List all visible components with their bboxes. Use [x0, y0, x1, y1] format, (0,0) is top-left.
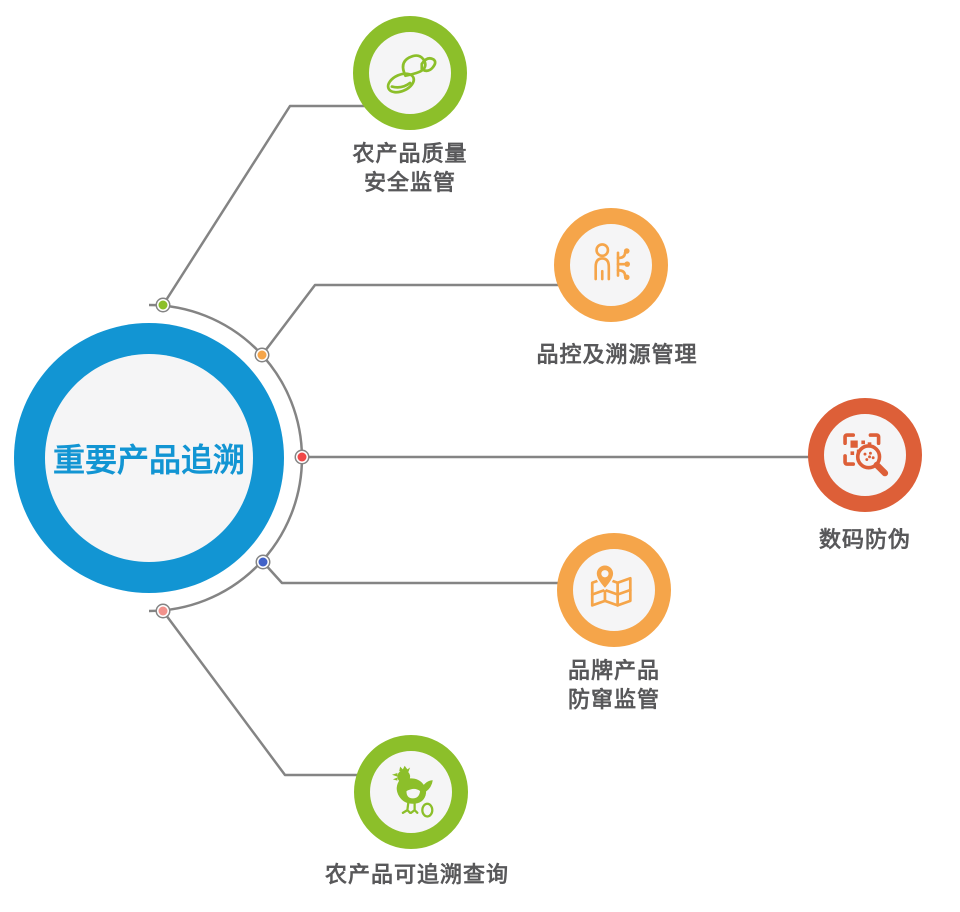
map-pin-icon	[590, 563, 632, 607]
vegetable-icon	[386, 54, 437, 94]
label-line: 安全监管	[363, 171, 456, 196]
label-query: 农产品可追溯查询	[307, 861, 527, 890]
connector-lines	[148, 104, 812, 777]
center-node: 重要产品追溯	[14, 323, 284, 593]
label-line: 品牌产品	[567, 659, 660, 684]
connector-agri-quality	[161, 104, 365, 306]
label-line: 农产品质量	[352, 142, 468, 167]
center-label: 重要产品追溯	[52, 441, 245, 479]
dot-anticounterfeit	[297, 452, 307, 462]
label-agri-quality: 农产品质量 安全监管	[310, 140, 510, 198]
label-qc: 品控及溯源管理	[507, 341, 727, 370]
dot-qc	[257, 350, 267, 360]
label-line: 品控及溯源管理	[536, 343, 698, 368]
dot-agri-quality	[158, 300, 168, 310]
person-flow-icon	[594, 243, 630, 281]
connector-qc	[261, 283, 560, 356]
qr-scan-icon	[843, 433, 889, 477]
label-brand: 品牌产品 防窜监管	[514, 657, 714, 715]
label-line: 数码防伪	[818, 528, 911, 553]
chicken-egg-icon	[391, 765, 434, 818]
connector-dots	[155, 297, 310, 619]
label-line: 防窜监管	[567, 688, 660, 713]
node-circle-query	[354, 735, 468, 849]
connector-brand	[262, 561, 560, 585]
node-circle-brand	[557, 533, 671, 647]
node-circle-qc	[554, 208, 668, 322]
label-line: 农产品可追溯查询	[324, 863, 509, 888]
node-circle-anticounterfeit	[808, 398, 922, 512]
dot-brand	[258, 557, 268, 567]
center-node-inner: 重要产品追溯	[45, 354, 253, 562]
dot-query	[158, 606, 168, 616]
label-anticounterfeit: 数码防伪	[765, 526, 960, 555]
node-circle-agri-quality	[353, 16, 467, 130]
connector-query	[161, 610, 360, 777]
